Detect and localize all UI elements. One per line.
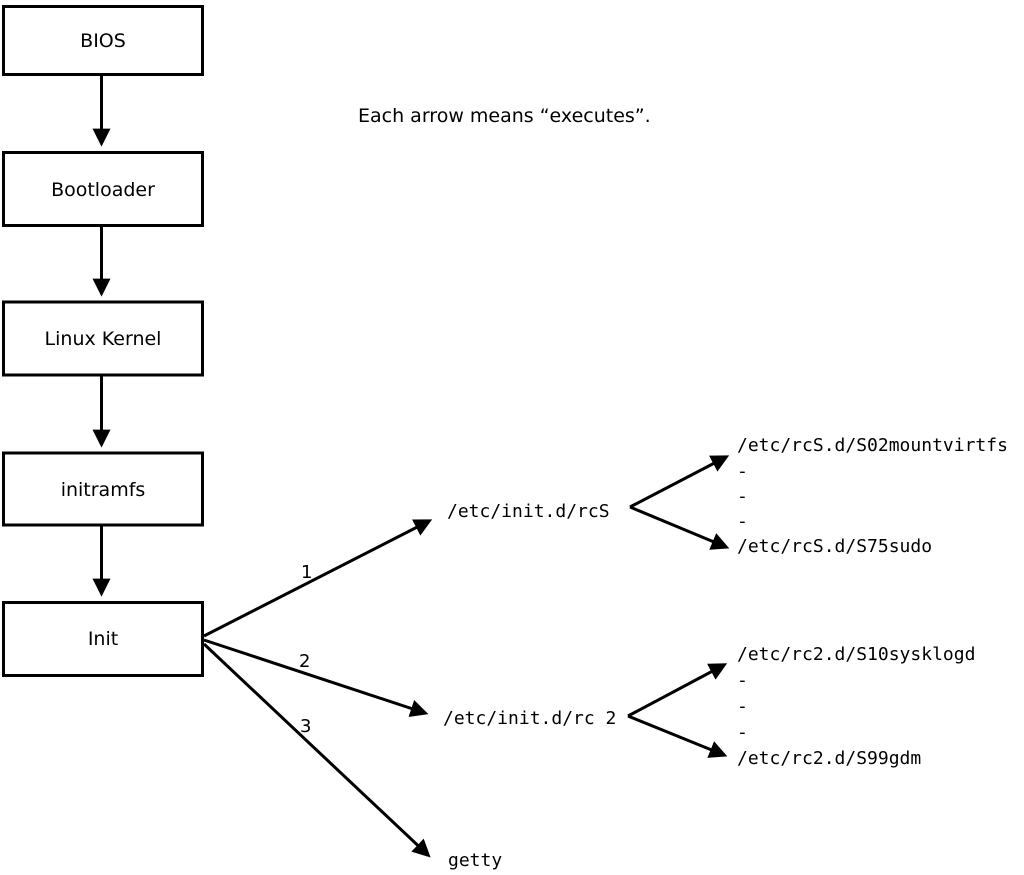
initramfs-box-label: initramfs [61,479,146,501]
linux-kernel-box-label: Linux Kernel [45,328,162,350]
flow-box-initramfs: initramfs [2,451,204,527]
rcS-child-S02mountvirtfs: /etc/rcS.d/S02mountvirtfs [737,435,1008,456]
bios-box-label: BIOS [80,30,126,52]
rc2-child-S10sysklogd: /etc/rc2.d/S10sysklogd [737,644,975,665]
arrow-rcS-to-first-child [629,455,730,509]
rcS-script-label: /etc/init.d/rcS [447,501,610,522]
arrow-rc2-to-last-child [627,714,728,758]
flow-box-bootloader: Bootloader [2,151,204,227]
rcS-child-ellipsis-1: - [737,461,748,482]
rc2-child-ellipsis-1: - [737,670,748,691]
bios-box-rect [2,5,204,76]
rcS-child-ellipsis-2: - [737,486,748,507]
flow-box-init: Init [2,601,204,677]
diagram-caption: Each arrow means “executes”. [358,105,651,127]
flow-box-bios: BIOS [2,5,204,76]
rc2-child-ellipsis-2: - [737,696,748,717]
getty-label: getty [448,850,502,871]
arrow-label-1: 1 [301,562,312,583]
arrow-init-to-getty [202,642,431,858]
init-box-rect [2,601,204,677]
rc2-child-S99gdm: /etc/rc2.d/S99gdm [737,748,921,769]
init-box-label: Init [88,628,118,650]
initramfs-box-rect [2,451,204,527]
rc2-script-label: /etc/init.d/rc 2 [443,708,616,729]
arrow-init-to-rcS [203,519,433,638]
bootloader-box-label: Bootloader [51,179,155,201]
rcS-child-ellipsis-3: - [737,511,748,532]
rcS-child-S75sudo: /etc/rcS.d/S75sudo [737,536,932,557]
rc2-child-ellipsis-3: - [737,722,748,743]
arrow-rc2-to-first-child [627,663,728,718]
arrow-rcS-to-last-child [629,505,730,550]
arrow-label-2: 2 [299,651,310,672]
flow-box-linux-kernel: Linux Kernel [2,300,204,377]
arrow-label-3: 3 [300,716,311,737]
bootloader-box-rect [2,151,204,227]
linux-kernel-box-rect [2,300,204,377]
arrow-init-to-rc2 [203,638,429,718]
